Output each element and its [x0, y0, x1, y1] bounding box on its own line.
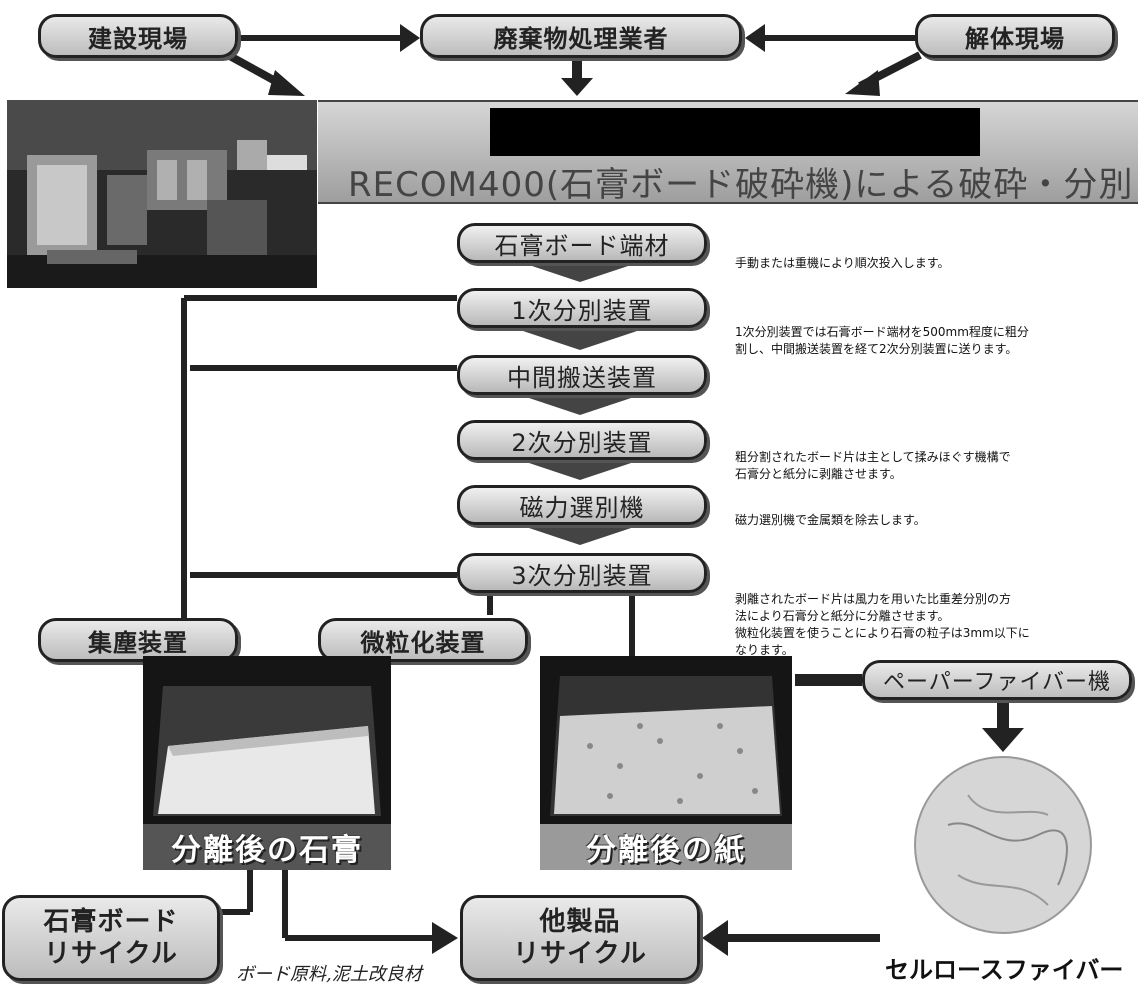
- separated-paper-label: 分離後の紙: [586, 833, 746, 868]
- separated-paper-photo: [540, 656, 792, 824]
- paper-fiber-machine-label: ペーパーファイバー機: [882, 670, 1112, 695]
- pulverizer-label: 微粒化装置: [360, 628, 486, 657]
- note-primary-line2: 割し、中間搬送装置を経て2次分別装置に送ります。: [735, 342, 1018, 356]
- banner-title: RECOM400(石膏ボード破砕機)による破砕・分別: [348, 165, 1134, 205]
- note-tertiary-line4: なります。: [735, 643, 794, 657]
- separated-gypsum-photo: [143, 656, 391, 824]
- separated-paper-label-box: 分離後の紙: [540, 824, 792, 870]
- demolition-site-box: 解体現場: [915, 14, 1115, 58]
- note-manual-loading: 手動または重機により順次投入します。: [735, 256, 950, 270]
- gypsum-recycle-line1: 石膏ボード: [43, 907, 179, 937]
- note-primary-line1: 1次分別装置では石膏ボード端材を500mm程度に粗分: [735, 325, 1029, 339]
- construction-site-label: 建設現場: [88, 24, 188, 53]
- other-recycle-line1: 他製品: [539, 907, 621, 937]
- other-products-recycle-box: 他製品 リサイクル: [460, 895, 700, 981]
- note-secondary-line1: 粗分割されたボード片は主として揉みほぐす機構で: [735, 450, 1011, 464]
- separated-gypsum-label-box: 分離後の石膏: [143, 824, 391, 870]
- process-banner: RECOM400(石膏ボード破砕機)による破砕・分別: [318, 100, 1138, 205]
- note-magnetic: 磁力選別機で金属類を除去します。: [735, 513, 926, 527]
- handwritten-note: ボード原料,泥土改良材: [236, 964, 422, 985]
- pulverizer-box: 微粒化装置: [318, 618, 528, 662]
- redacted-block: [490, 108, 980, 156]
- step-tertiary-separator: 3次分別装置: [457, 553, 707, 593]
- recom400-machine-photo: [7, 100, 317, 288]
- note-tertiary-line3: 微粒化装置を使うことにより石膏の粒子は3mm以下に: [735, 626, 1030, 640]
- gypsum-board-recycle-box: 石膏ボード リサイクル: [2, 895, 220, 981]
- cellulose-fiber-photo: [908, 755, 1098, 935]
- note-tertiary-line1: 剥離されたボード片は風力を用いた比重差分別の方: [735, 592, 1012, 606]
- cellulose-fiber-label: セルロースファイバー: [885, 956, 1124, 984]
- step-secondary-separator: 2次分別装置: [457, 420, 707, 460]
- waste-processor-box: 廃棄物処理業者: [420, 14, 742, 58]
- step-gypsum-board-scraps: 石膏ボード端材: [457, 223, 707, 263]
- note-tertiary-line2: 法により石膏分と紙分に分離させます。: [735, 609, 950, 623]
- dust-collector-label: 集塵装置: [88, 628, 188, 657]
- note-secondary-line2: 石膏分と紙分に剥離させます。: [735, 467, 902, 481]
- waste-processor-label: 廃棄物処理業者: [493, 24, 669, 53]
- demolition-site-label: 解体現場: [965, 24, 1065, 53]
- other-recycle-line2: リサイクル: [513, 939, 647, 969]
- gypsum-recycle-line2: リサイクル: [44, 939, 178, 969]
- construction-site-box: 建設現場: [38, 14, 238, 58]
- step-primary-separator: 1次分別装置: [457, 288, 707, 328]
- dust-collector-box: 集塵装置: [38, 618, 238, 662]
- separated-gypsum-label: 分離後の石膏: [171, 833, 363, 868]
- step-magnetic-separator: 磁力選別機: [457, 485, 707, 525]
- paper-fiber-machine-box: ペーパーファイバー機: [862, 660, 1132, 700]
- step-intermediate-conveyor: 中間搬送装置: [457, 355, 707, 395]
